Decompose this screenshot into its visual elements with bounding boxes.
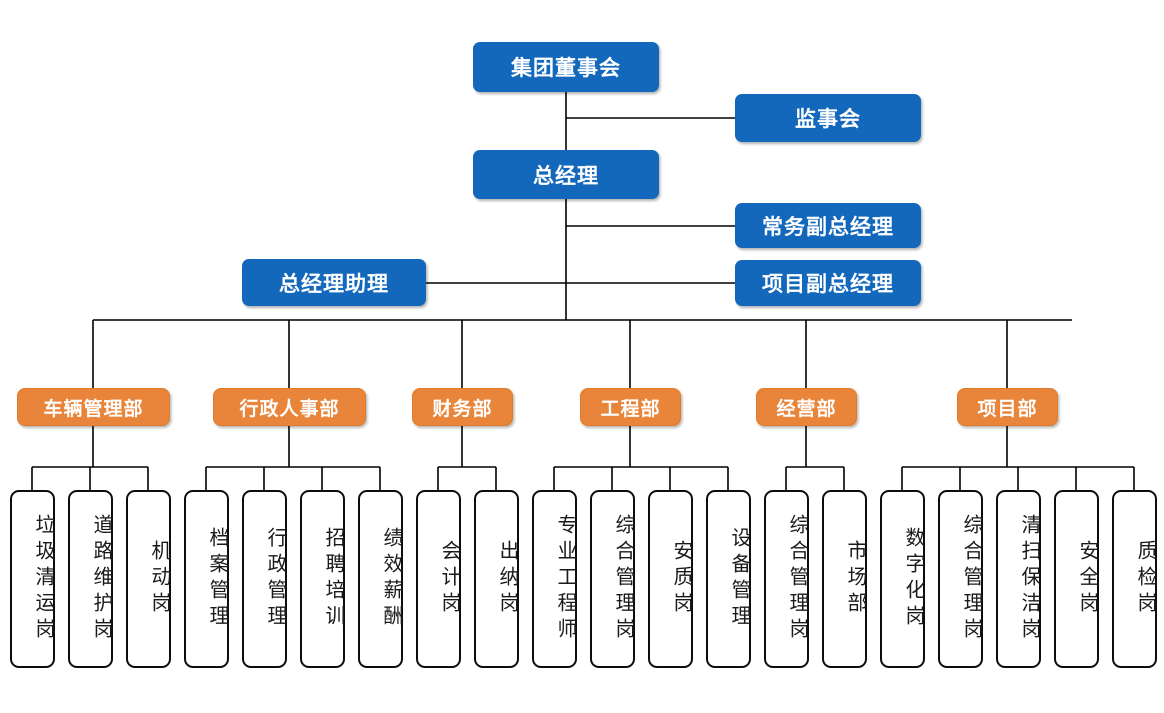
group-drops-dept-business <box>785 467 845 490</box>
dept-vehicle[interactable]: 车辆管理部 <box>17 388 170 426</box>
post-cashier[interactable]: 出纳岗 <box>474 490 519 668</box>
board[interactable]: 集团董事会 <box>473 42 659 92</box>
group-drops-dept-admin-hr <box>205 467 381 490</box>
board-label: 集团董事会 <box>511 57 621 80</box>
gm-assistant[interactable]: 总经理助理 <box>242 259 426 306</box>
post-market-label: 市场部 <box>844 540 866 618</box>
post-engineer-label: 专业工程师 <box>554 514 576 644</box>
post-equipment[interactable]: 设备管理 <box>706 490 751 668</box>
post-biz-general-label: 综合管理岗 <box>786 514 808 644</box>
supervisory-label: 监事会 <box>795 108 861 131</box>
dept-vehicle-label: 车辆管理部 <box>43 398 144 420</box>
post-perf[interactable]: 绩效薪酬 <box>358 490 403 668</box>
gm[interactable]: 总经理 <box>473 150 659 199</box>
post-road[interactable]: 道路维护岗 <box>68 490 113 668</box>
dept-engineer[interactable]: 工程部 <box>580 388 681 426</box>
project-vp[interactable]: 项目副总经理 <box>735 260 921 306</box>
post-market[interactable]: 市场部 <box>822 490 867 668</box>
dept-admin-hr-label: 行政人事部 <box>239 398 340 420</box>
post-archive[interactable]: 档案管理 <box>184 490 229 668</box>
supervisory[interactable]: 监事会 <box>735 94 921 142</box>
post-mobile-label: 机动岗 <box>148 540 170 618</box>
post-safety-qa[interactable]: 安质岗 <box>648 490 693 668</box>
post-quality-label: 质检岗 <box>1134 540 1156 618</box>
dept-business-label: 经营部 <box>776 398 837 420</box>
post-digital-label: 数字化岗 <box>902 527 924 631</box>
post-safety[interactable]: 安全岗 <box>1054 490 1099 668</box>
post-recruit[interactable]: 招聘培训 <box>300 490 345 668</box>
group-drops-dept-project <box>901 467 1135 490</box>
post-safety-label: 安全岗 <box>1076 540 1098 618</box>
dept-business[interactable]: 经营部 <box>756 388 857 426</box>
dept-finance[interactable]: 财务部 <box>412 388 513 426</box>
post-biz-general[interactable]: 综合管理岗 <box>764 490 809 668</box>
post-archive-label: 档案管理 <box>206 527 228 631</box>
post-cleaning[interactable]: 清扫保洁岗 <box>996 490 1041 668</box>
dept-admin-hr[interactable]: 行政人事部 <box>213 388 366 426</box>
dept-finance-label: 财务部 <box>432 398 493 420</box>
link-gm-projectvp <box>565 226 735 284</box>
post-cashier-label: 出纳岗 <box>496 540 518 618</box>
gm-label: 总经理 <box>533 164 599 188</box>
post-digital[interactable]: 数字化岗 <box>880 490 925 668</box>
post-adminmgmt-label: 行政管理 <box>264 527 286 631</box>
exec-vp-label: 常务副总经理 <box>762 215 894 239</box>
dept-project-label: 项目部 <box>977 398 1038 420</box>
post-recruit-label: 招聘培训 <box>322 527 344 631</box>
exec-vp[interactable]: 常务副总经理 <box>735 203 921 248</box>
post-mobile[interactable]: 机动岗 <box>126 490 171 668</box>
post-cleaning-label: 清扫保洁岗 <box>1018 514 1040 644</box>
group-drops-dept-engineer <box>553 467 729 490</box>
gm-assistant-label: 总经理助理 <box>279 272 389 296</box>
bus-departments <box>92 319 1072 388</box>
post-safety-qa-label: 安质岗 <box>670 540 692 618</box>
post-proj-general-label: 综合管理岗 <box>960 514 982 644</box>
post-garbage-label: 垃圾清运岗 <box>32 514 54 644</box>
post-engineer[interactable]: 专业工程师 <box>532 490 577 668</box>
post-equipment-label: 设备管理 <box>728 527 750 631</box>
post-garbage[interactable]: 垃圾清运岗 <box>10 490 55 668</box>
post-perf-label: 绩效薪酬 <box>380 527 402 631</box>
post-eng-general-label: 综合管理岗 <box>612 514 634 644</box>
post-road-label: 道路维护岗 <box>90 514 112 644</box>
post-eng-general[interactable]: 综合管理岗 <box>590 490 635 668</box>
dept-engineer-label: 工程部 <box>600 398 661 420</box>
group-drops-dept-finance <box>437 467 497 490</box>
post-proj-general[interactable]: 综合管理岗 <box>938 490 983 668</box>
post-accounting[interactable]: 会计岗 <box>416 490 461 668</box>
project-vp-label: 项目副总经理 <box>762 273 894 296</box>
post-quality[interactable]: 质检岗 <box>1112 490 1157 668</box>
post-accounting-label: 会计岗 <box>438 540 460 618</box>
post-adminmgmt[interactable]: 行政管理 <box>242 490 287 668</box>
group-drops-dept-vehicle <box>31 467 149 490</box>
dept-project[interactable]: 项目部 <box>957 388 1058 426</box>
link-gm-execvp <box>565 199 735 227</box>
